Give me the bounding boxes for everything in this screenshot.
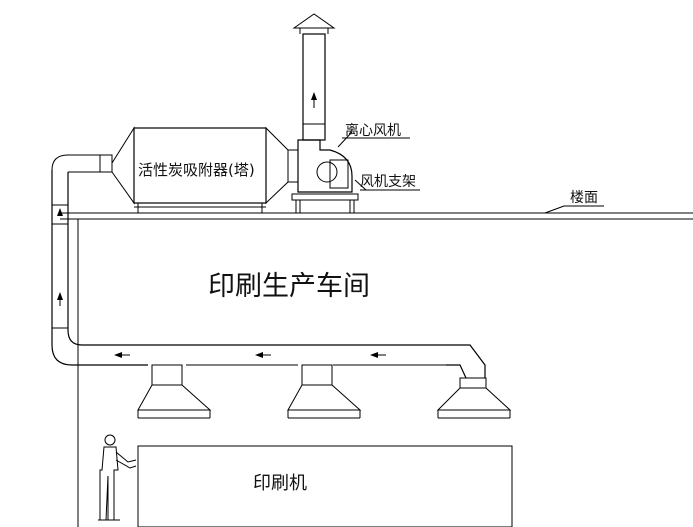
printing-machine	[137, 445, 513, 527]
floor-slab	[60, 212, 693, 220]
main-duct	[67, 329, 486, 379]
hood-3	[436, 377, 512, 419]
hood-1	[137, 364, 212, 419]
exhaust-stack	[292, 13, 336, 141]
adsorber-label: 活性炭吸附器(塔)	[138, 161, 255, 179]
carbon-adsorber	[99, 126, 299, 213]
fan-support-label: 风机支架	[360, 174, 416, 190]
floor-label: 楼面	[570, 190, 598, 206]
hood-2	[287, 364, 362, 419]
centrifugal-fan	[297, 131, 353, 193]
riser-duct	[51, 154, 100, 366]
leader-lines	[342, 137, 604, 214]
fan-support	[291, 179, 367, 213]
workshop-label: 印刷生产车间	[208, 271, 370, 302]
operator-figure-icon	[98, 434, 137, 521]
press-label: 印刷机	[253, 473, 307, 494]
fan-label: 离心风机	[345, 122, 401, 139]
